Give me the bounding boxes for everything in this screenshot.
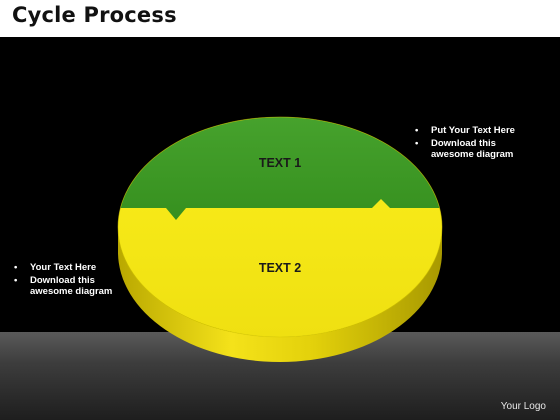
slide-title: Cycle Process xyxy=(12,3,177,27)
bullet-text: Put Your Text Here xyxy=(431,125,515,136)
segment-label-2: TEXT 2 xyxy=(259,261,301,275)
bullet-icon: • xyxy=(14,274,18,286)
bullet-item: • Download this awesome diagram xyxy=(415,138,535,161)
bullet-icon: • xyxy=(415,137,419,149)
disc-side xyxy=(118,227,442,362)
logo-text: Your Logo xyxy=(500,401,546,412)
bullet-item: • Put Your Text Here xyxy=(415,125,535,137)
title-bar: Cycle Process xyxy=(0,0,560,37)
bullet-text: Your Text Here xyxy=(30,262,97,273)
bullet-text: Download this awesome diagram xyxy=(431,137,514,161)
bullet-list-left: • Your Text Here • Download this awesome… xyxy=(14,262,129,299)
bullet-text: Download this awesome diagram xyxy=(30,274,113,298)
bullet-icon: • xyxy=(415,125,419,136)
bullet-item: • Your Text Here xyxy=(14,262,129,274)
bullet-icon: • xyxy=(14,262,18,273)
segment-label-1: TEXT 1 xyxy=(259,156,301,170)
bullet-item: • Download this awesome diagram xyxy=(14,275,129,298)
bullet-list-right: • Put Your Text Here • Download this awe… xyxy=(415,125,535,162)
